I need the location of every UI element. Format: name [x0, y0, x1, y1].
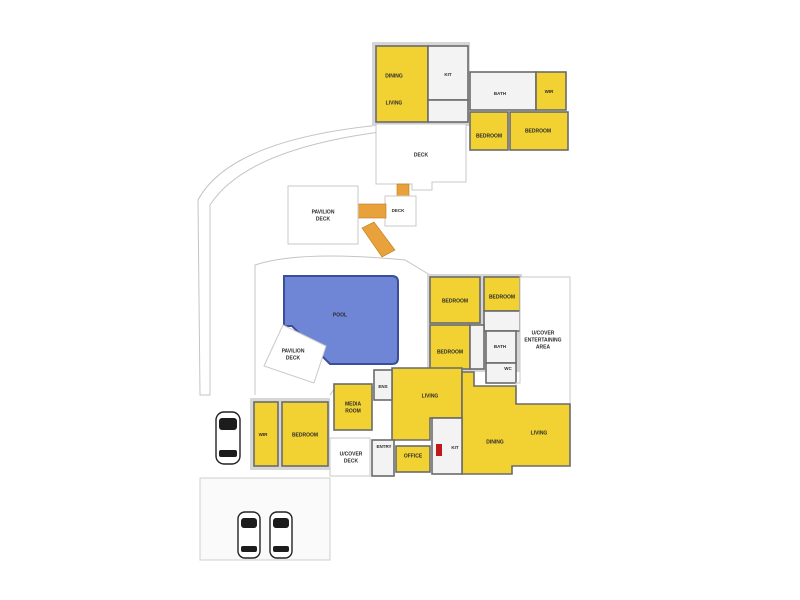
entertaining-label-1: U/COVER [532, 330, 555, 336]
main-bedroom-4 [281, 401, 329, 467]
pavilion-deck-upper-label-1: PAVILION [312, 209, 335, 215]
entertaining-label-2: ENTERTAINING [524, 337, 561, 343]
upper-bedroom-1-label: BEDROOM [476, 133, 502, 139]
main-living-1-label: LIVING [422, 393, 439, 399]
pool-label: POOL [333, 312, 347, 318]
media-room-label-1: MEDIA [345, 401, 362, 407]
main-hall [469, 324, 485, 370]
upper-bedroom-1 [469, 111, 509, 151]
stair-lower [361, 221, 396, 258]
main-bedroom-3 [429, 324, 471, 370]
car-garage [215, 411, 241, 465]
main-dining-living-2 [461, 371, 571, 475]
main-wir-label: WIR [259, 432, 268, 437]
upper-living-label: LIVING [386, 100, 403, 106]
media-room-label-2: ROOM [345, 408, 361, 414]
main-bath [485, 330, 517, 364]
upper-bath-label: BATH [494, 91, 506, 96]
ucover-deck [329, 437, 371, 477]
stair-bridge [357, 203, 387, 219]
entry-label: ENTRY [376, 444, 391, 449]
pavilion-deck-lower-label-1: PAVILION [282, 348, 305, 354]
upper-wir [535, 71, 567, 111]
main-wc-label: WC [504, 366, 512, 371]
upper-deck-label: DECK [414, 152, 429, 158]
upper-kitchen-label: KIT [444, 72, 452, 77]
main-ensuite-label: ENS [378, 384, 387, 389]
office-label: OFFICE [404, 453, 423, 459]
pavilion-deck-lower-label-2: DECK [286, 355, 301, 361]
ucover-deck-label-1: U/COVER [340, 451, 363, 457]
pavilion-deck-upper-label-2: DECK [316, 216, 331, 222]
car-driveway-right [269, 511, 293, 559]
upper-bedroom-2 [509, 111, 569, 151]
main-bedroom-2-label: BEDROOM [489, 294, 515, 300]
ucover-deck-label-2: DECK [344, 458, 359, 464]
driveway [199, 477, 331, 561]
car-driveway-left [237, 511, 261, 559]
pavilion-deck-upper [287, 185, 359, 245]
upper-dining-living [375, 45, 429, 123]
main-bath-label: BATH [494, 344, 506, 349]
main-dining-label: DINING [486, 439, 504, 445]
main-bedroom-2 [483, 276, 521, 312]
main-wc [485, 362, 517, 384]
main-bedroom-3-label: BEDROOM [437, 349, 463, 355]
stair-upper [396, 183, 410, 197]
pavilion-deck-lower [263, 324, 327, 384]
upper-wir-label: WIR [545, 89, 554, 94]
pool-surround [254, 255, 431, 396]
main-bedroom-1 [429, 276, 481, 324]
main-ensuite [373, 369, 393, 401]
main-kitchen-label: KIT [451, 445, 459, 450]
main-wir [253, 401, 279, 467]
upper-deck [375, 123, 467, 191]
main-house: BEDROOM BEDROOM BEDROOM BATH WC U/COVER … [250, 274, 571, 477]
kitchen-appliance [436, 444, 442, 456]
upper-unit: DINING LIVING KIT BATH WIR BEDROOM BEDRO… [372, 42, 569, 191]
main-living-2-label: LIVING [531, 430, 548, 436]
media-room [333, 383, 373, 431]
entertaining-label-3: AREA [536, 344, 551, 350]
upper-kitchen [427, 45, 469, 101]
upper-dining-label: DINING [385, 73, 403, 79]
main-bedroom-1-label: BEDROOM [442, 298, 468, 304]
upper-hall [427, 99, 469, 123]
main-robes [483, 310, 521, 332]
entry [371, 439, 395, 477]
upper-bedroom-2-label: BEDROOM [525, 128, 551, 134]
stair-deck-label: DECK [392, 208, 406, 213]
office [395, 445, 431, 473]
main-bedroom-4-label: BEDROOM [292, 432, 318, 438]
